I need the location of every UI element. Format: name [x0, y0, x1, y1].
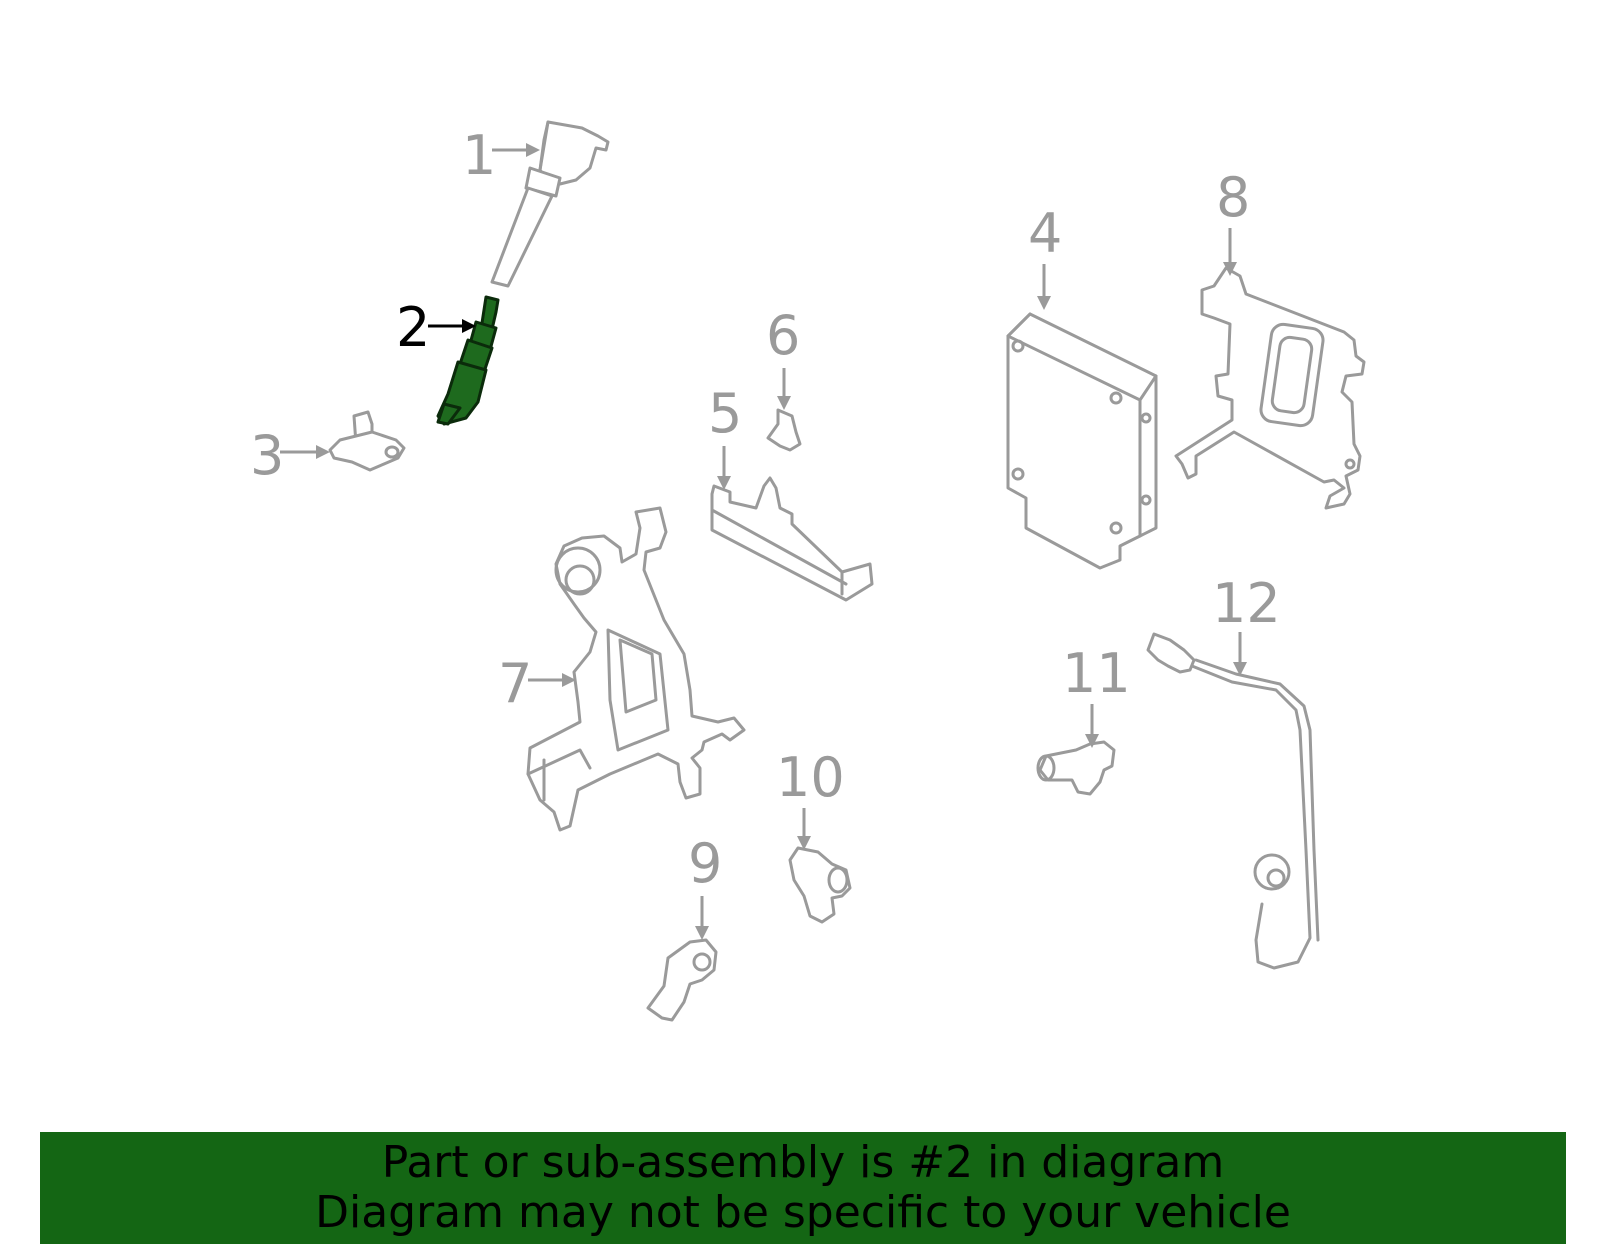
part-9-sensor[interactable]	[646, 938, 718, 1022]
callout-arrowhead-1	[526, 143, 540, 157]
callout-arrowhead-4	[1037, 296, 1051, 310]
callout-arrowhead-7	[562, 673, 576, 687]
callout-8[interactable]: 8	[1216, 166, 1250, 276]
callout-label-10: 10	[776, 746, 845, 809]
banner-line-part-number: Part or sub-assembly is #2 in diagram	[381, 1137, 1225, 1188]
part-2-spark-plug[interactable]	[436, 295, 500, 426]
callout-10[interactable]: 10	[776, 746, 845, 850]
part-3-sensor[interactable]	[328, 410, 406, 472]
parts-diagram: 1 2 3 4 5 6 7 8 9	[250, 120, 1366, 1022]
info-banner: Part or sub-assembly is #2 in diagram Di…	[40, 1132, 1566, 1244]
callout-12[interactable]: 12	[1212, 572, 1281, 676]
callout-3[interactable]: 3	[250, 424, 330, 487]
callout-4[interactable]: 4	[1028, 202, 1062, 310]
part-5-bracket[interactable]	[710, 476, 874, 602]
callout-arrowhead-12	[1233, 662, 1247, 676]
part-6-clip[interactable]	[766, 408, 802, 452]
part-10-sensor[interactable]	[788, 846, 852, 924]
part-8-ecu-bracket[interactable]	[1174, 266, 1366, 510]
part-7-mounting-bracket[interactable]	[526, 506, 746, 832]
callout-label-12: 12	[1212, 572, 1281, 635]
callout-label-5: 5	[708, 382, 742, 445]
callout-arrowhead-2	[462, 319, 476, 333]
callout-label-1: 1	[462, 124, 496, 187]
callout-7[interactable]: 7	[498, 652, 576, 715]
callout-6[interactable]: 6	[766, 304, 800, 410]
callout-11[interactable]: 11	[1062, 642, 1131, 748]
callout-arrowhead-11	[1085, 734, 1099, 748]
callout-label-8: 8	[1216, 166, 1250, 229]
callout-arrowhead-9	[695, 926, 709, 940]
callout-label-7: 7	[498, 652, 532, 715]
callout-arrowhead-8	[1223, 262, 1237, 276]
callout-label-9: 9	[688, 832, 722, 895]
callout-arrowhead-6	[777, 396, 791, 410]
callout-1[interactable]: 1	[462, 124, 540, 187]
callout-arrowhead-3	[316, 445, 330, 459]
banner-line-disclaimer: Diagram may not be specific to your vehi…	[315, 1187, 1291, 1238]
callout-arrowhead-5	[717, 476, 731, 490]
callout-label-2: 2	[396, 296, 430, 359]
part-12-sensor-with-wire[interactable]	[1146, 632, 1320, 970]
callout-label-11: 11	[1062, 642, 1131, 705]
part-4-engine-control-module[interactable]	[1006, 312, 1158, 570]
part-1-ignition-coil[interactable]	[490, 120, 610, 288]
callout-2[interactable]: 2	[396, 296, 476, 359]
part-11-sensor[interactable]	[1036, 740, 1116, 796]
callout-label-4: 4	[1028, 202, 1062, 265]
callout-5[interactable]: 5	[708, 382, 742, 490]
callout-label-3: 3	[250, 424, 284, 487]
callout-arrowhead-10	[797, 836, 811, 850]
callout-9[interactable]: 9	[688, 832, 722, 940]
callout-label-6: 6	[766, 304, 800, 367]
